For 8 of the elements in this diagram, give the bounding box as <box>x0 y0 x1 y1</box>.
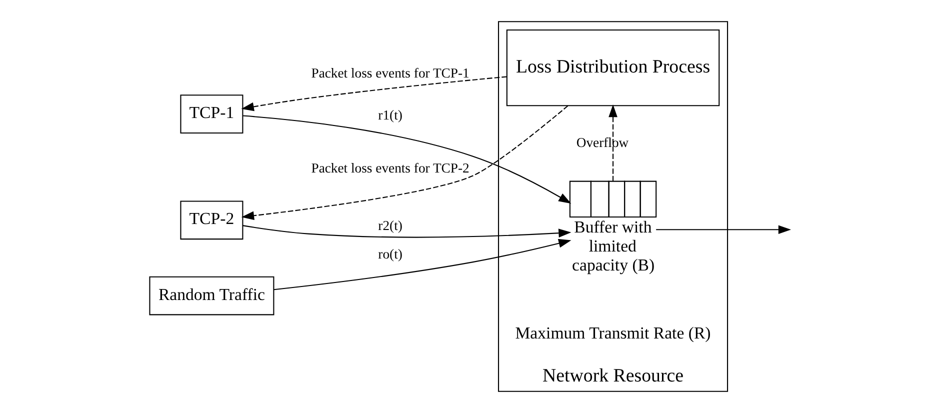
edge-label: r1(t) <box>378 107 402 122</box>
node-label: Buffer with limited capacity (B) <box>572 217 655 274</box>
edge-label: ro(t) <box>378 246 402 261</box>
edge-label: Packet loss events for TCP-2 <box>311 160 470 175</box>
label: Maximum Transmit Rate (R) <box>515 323 711 342</box>
edge-label: Packet loss events for TCP-1 <box>311 65 470 80</box>
edge-label: r2(t) <box>378 218 402 233</box>
edge-label: Overflow <box>576 134 629 150</box>
